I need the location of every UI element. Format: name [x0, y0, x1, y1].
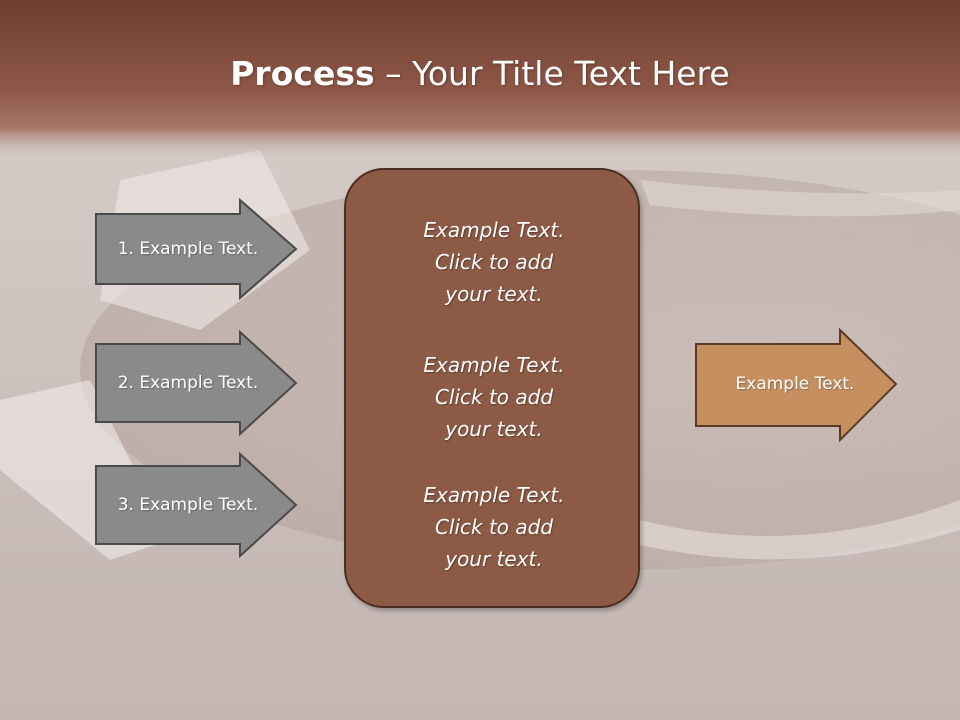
title-rest-part: – Your Title Text Here — [374, 54, 730, 93]
right-arrow-label: Example Text. — [735, 374, 855, 394]
block-2-line-3: your text. — [445, 417, 543, 441]
center-text-block-1: Example Text. Click to add your text. — [346, 214, 642, 310]
right-arrow[interactable] — [694, 328, 900, 444]
left-arrow-1[interactable] — [94, 198, 300, 300]
left-arrow-1-label: 1. Example Text. — [117, 239, 259, 259]
title-bold-part: Process — [230, 54, 375, 93]
left-arrow-2-label: 2. Example Text. — [117, 373, 259, 393]
block-3-line-3: your text. — [445, 547, 543, 571]
left-arrow-3-label: 3. Example Text. — [117, 495, 259, 515]
block-3-line-1: Example Text. — [423, 483, 565, 507]
block-1-line-1: Example Text. — [423, 218, 565, 242]
block-2-line-2: Click to add — [434, 385, 554, 409]
block-3-line-2: Click to add — [434, 515, 554, 539]
block-1-line-3: your text. — [445, 282, 543, 306]
block-2-line-1: Example Text. — [423, 353, 565, 377]
block-1-line-2: Click to add — [434, 250, 554, 274]
center-text-box[interactable]: Example Text. Click to add your text. Ex… — [344, 168, 640, 608]
center-text-block-3: Example Text. Click to add your text. — [346, 479, 642, 575]
slide-title: Process – Your Title Text Here — [0, 54, 960, 93]
left-arrow-2[interactable] — [94, 330, 300, 436]
left-arrow-3[interactable] — [94, 452, 300, 558]
center-text-block-2: Example Text. Click to add your text. — [346, 349, 642, 445]
